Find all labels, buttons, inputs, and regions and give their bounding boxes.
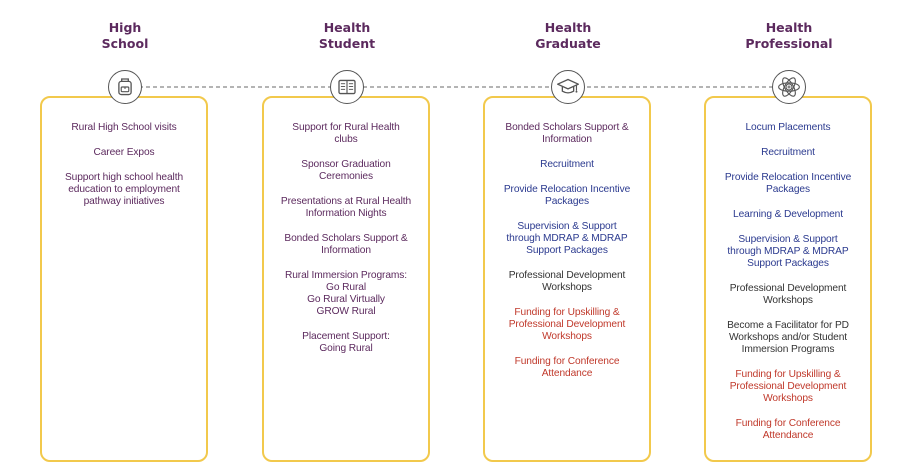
column-card-health-student [262,96,430,462]
list-item: Learning & Development [733,209,843,220]
list-item: Professional Development Workshops [508,270,626,293]
list-item: Recruitment [761,147,815,158]
column-heading-line1: Health [544,20,592,35]
list-item: Supervision & Support through MDRAP & MD… [727,234,849,269]
list-item: Professional Development Workshops [729,283,847,306]
list-item: Supervision & Support through MDRAP & MD… [506,221,628,256]
list-item: Provide Relocation Incentive Packages [724,172,852,195]
list-item: Bonded Scholars Support & Information [284,233,408,256]
list-item: Support high school health education to … [64,172,184,207]
list-item: Rural High School visits [71,122,177,133]
column-heading-line1: High [108,20,142,35]
column-card-high-school [40,96,208,462]
list-item: Presentations at Rural Health Informatio… [280,196,412,219]
list-item: Become a Facilitator for PD Workshops an… [727,320,849,355]
open-book-icon [330,70,364,104]
list-item: Locum Placements [745,122,831,133]
column-heading-line2: School [101,36,149,51]
list-item: Funding for Conference Attendance [514,356,620,379]
list-item: Provide Relocation Incentive Packages [503,184,631,207]
column-heading-line2: Professional [745,36,833,51]
list-item: Rural Immersion Programs: Go Rural Go Ru… [284,270,408,317]
column-heading-line2: Student [318,36,376,51]
column-heading-health-professional: Health Professional [704,20,874,52]
atom-medical-icon [772,70,806,104]
backpack-icon [108,70,142,104]
list-item: Funding for Upskilling & Professional De… [729,369,847,404]
list-item: Placement Support: Going Rural [302,331,390,354]
list-item: Funding for Upskilling & Professional De… [508,307,626,342]
list-item: Bonded Scholars Support & Information [505,122,629,145]
column-heading-line2: Graduate [535,36,601,51]
column-heading-line1: Health [323,20,371,35]
graduation-cap-icon [551,70,585,104]
list-item: Funding for Conference Attendance [735,418,841,441]
column-heading-high-school: High School [40,20,210,52]
list-item: Support for Rural Health clubs [292,122,400,145]
column-card-health-professional [704,96,872,462]
list-item: Sponsor Graduation Ceremonies [301,159,391,182]
column-heading-health-student: Health Student [262,20,432,52]
list-item: Recruitment [540,159,594,170]
column-heading-health-graduate: Health Graduate [483,20,653,52]
column-heading-line1: Health [765,20,813,35]
list-item: Career Expos [93,147,155,158]
